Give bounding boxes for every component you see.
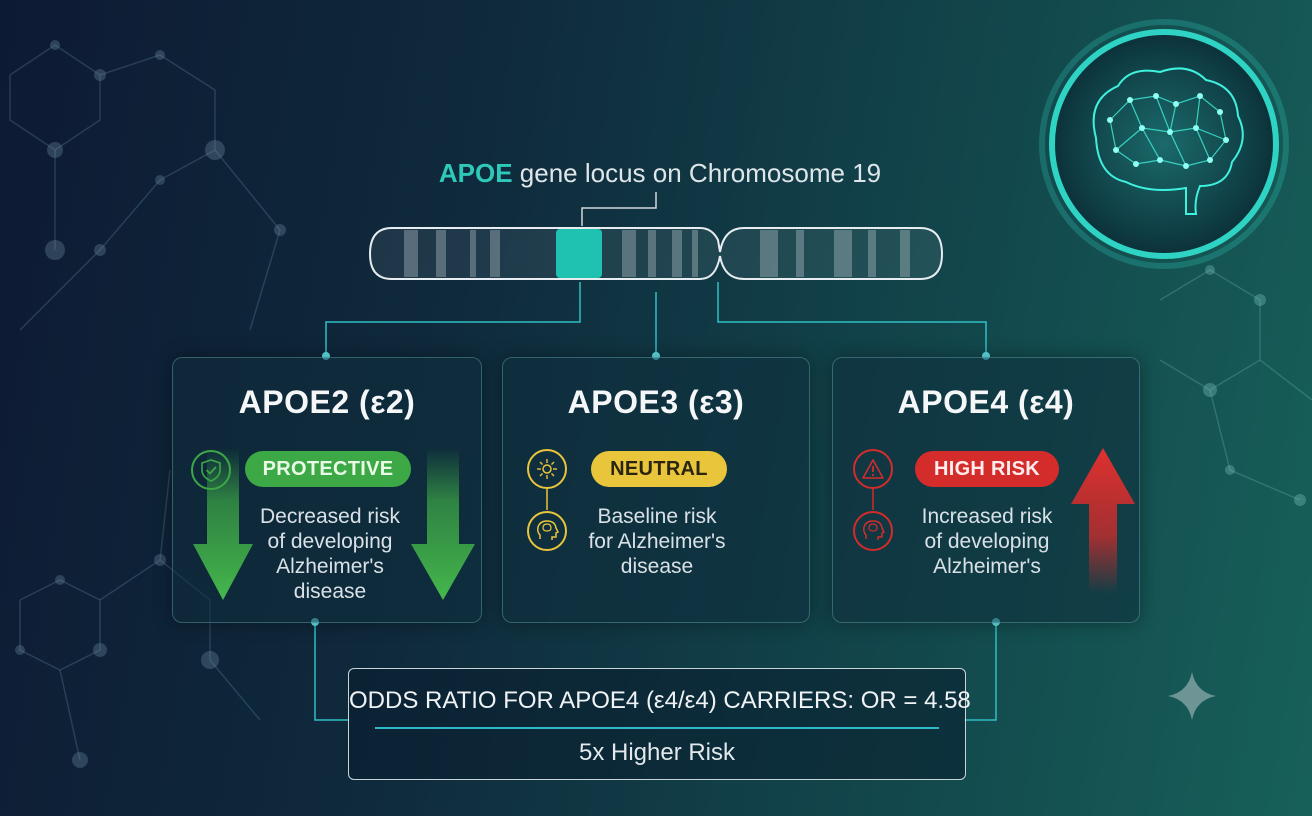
warning-triangle-icon: [853, 449, 893, 489]
brain-network-icon: [1039, 19, 1289, 269]
status-badge: NEUTRAL: [591, 451, 727, 487]
risk-description: Baseline risk for Alzheimer's disease: [588, 505, 726, 578]
odds-ratio-text: ODDS RATIO FOR APOE4 (ε4/ε4) CARRIERS: O…: [349, 687, 971, 714]
connector-lines: [314, 282, 997, 721]
status-badge: HIGH RISK: [915, 451, 1059, 487]
locus-title: APOE gene locus on Chromosome 19: [380, 158, 940, 189]
head-brain-icon: [527, 511, 567, 551]
molecule-decoration-right: [1159, 269, 1312, 501]
shield-check-icon: [191, 450, 231, 490]
risk-description: Decreased risk of developing Alzheimer's…: [259, 505, 401, 603]
head-brain-icon: [853, 511, 893, 551]
risk-description: Increased risk of developing Alzheimer's: [921, 505, 1053, 578]
allele-card-apoe3: APOE3 (ε3) NEUTRAL Baseline risk for Alz…: [502, 357, 810, 623]
increase-arrow: [872, 448, 1135, 594]
risk-multiplier-text: 5x Higher Risk: [578, 739, 736, 766]
allele-title: APOE3 (ε3): [567, 384, 745, 420]
allele-title: APOE4 (ε4): [897, 384, 1075, 420]
locus-description: gene locus on Chromosome 19: [512, 158, 882, 188]
sun-balance-icon: [527, 449, 567, 489]
sparkle-icon: [1168, 672, 1216, 720]
down-arrow-icon: [411, 448, 475, 600]
allele-title: APOE2 (ε2): [238, 384, 416, 420]
divider: [375, 727, 939, 729]
allele-card-apoe4: APOE4 (ε4) HIGH RISK Increased risk of d…: [832, 357, 1140, 623]
gene-name: APOE: [438, 158, 513, 188]
status-badge: PROTECTIVE: [245, 451, 411, 487]
odds-ratio-box: ODDS RATIO FOR APOE4 (ε4/ε4) CARRIERS: O…: [348, 668, 971, 780]
up-arrow-icon: [1071, 448, 1135, 594]
allele-card-apoe2: APOE2 (ε2) PROTECTIVE Decreased risk of …: [172, 357, 482, 623]
chromosome-19: [368, 227, 944, 280]
apoe-locus-band: [556, 229, 602, 278]
